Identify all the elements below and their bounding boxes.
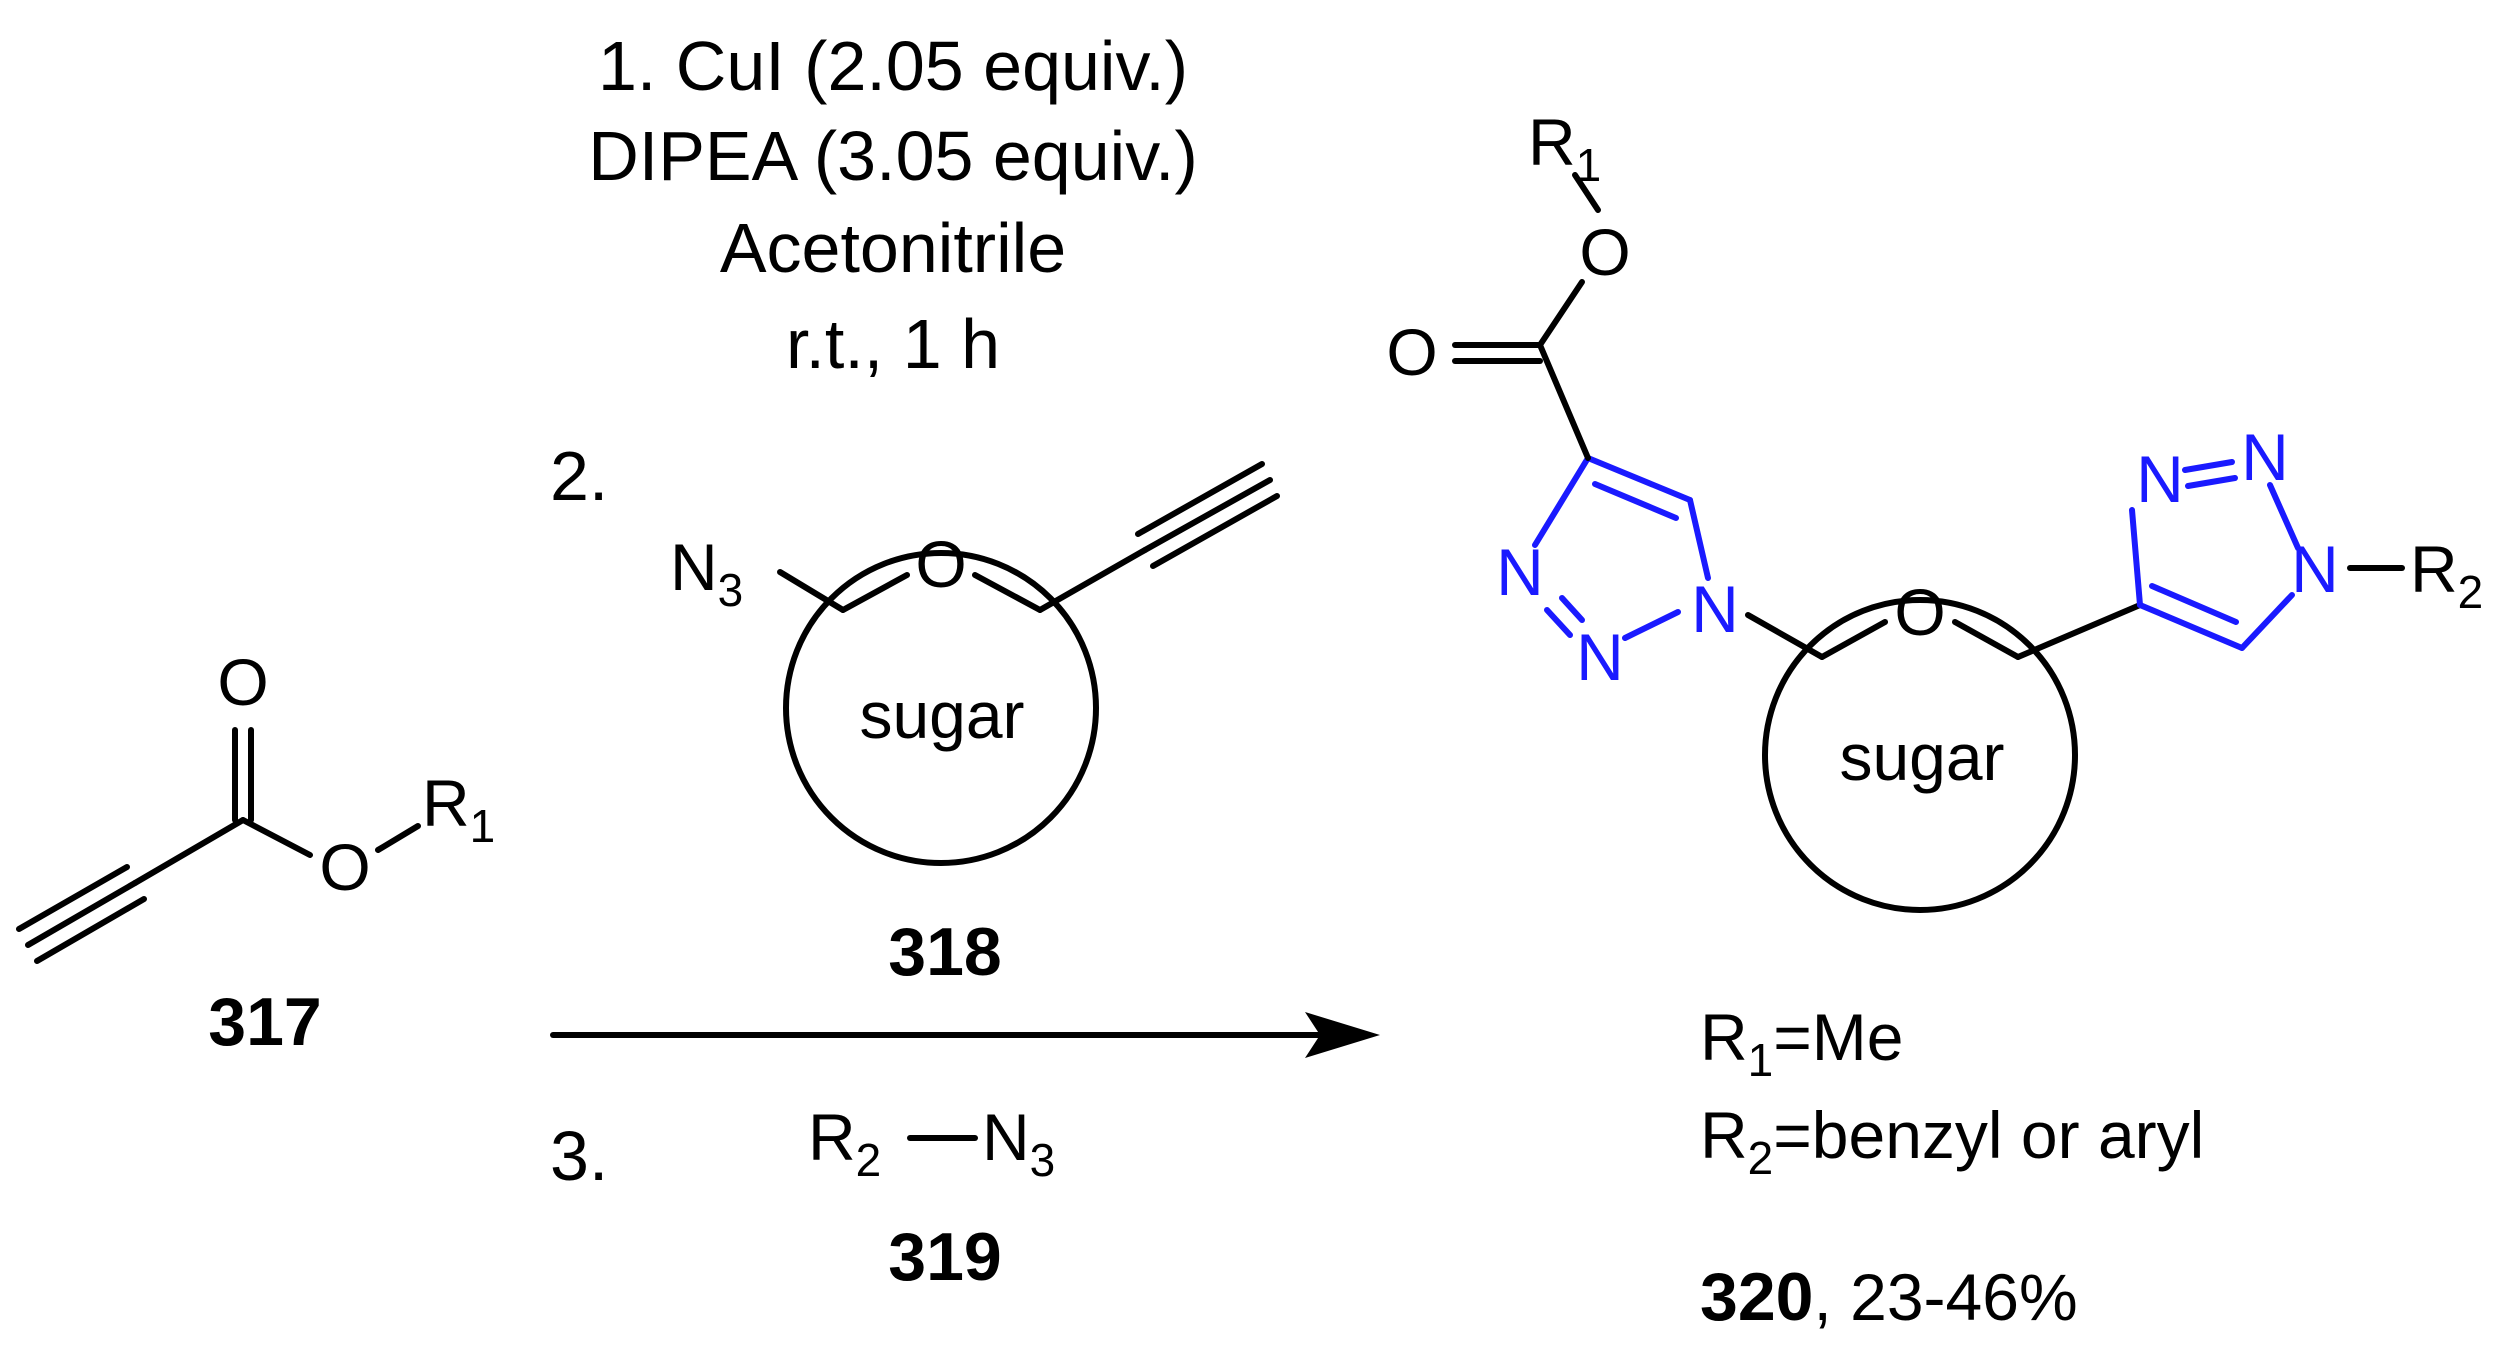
atom-n2-right-triazole: N [2241,420,2289,494]
bond-c-o-ester-317 [240,817,313,858]
bond-c4-c5-right-double [2149,583,2239,625]
arrow-head [1305,1012,1380,1058]
sugar-ring-318 [783,550,1099,866]
atom-o-carbonyl-320: O [1386,315,1437,389]
compound-320: O sugar N N N O O R1 N N N R [1386,105,2483,1335]
atom-o-ring-320: O [1894,575,1945,649]
bond-c5-n1-right [2239,592,2295,651]
bond-alkyne-center-318 [1142,477,1273,553]
atom-r2-320: R2 [2410,532,2483,618]
atom-o-carbonyl-317: O [217,645,268,719]
atom-n3-right-triazole: N [2136,442,2184,516]
compound-319: R2 N3 319 [808,1100,1055,1295]
bond-c-c-317 [132,817,246,886]
bond-c1-o-320 [1819,619,1888,660]
bond-o-c5-318 [972,572,1043,613]
compound-number-318: 318 [888,914,1001,990]
atom-o-ring-318: O [915,527,966,601]
step3-label: 3. [550,1117,608,1195]
condition-temp-time: r.t., 1 h [786,305,1000,383]
bond-c1-o-318 [840,572,910,613]
bond-n1-c5-left [1687,497,1711,581]
bond-alkyne-center-317 [25,880,138,948]
bond-c5-c4-right [2015,602,2143,660]
bond-c4-n3-right [2129,507,2143,608]
bond-c5-c4-left [1585,455,1693,503]
atom-r1-317: R1 [422,766,495,852]
compound-number-317: 317 [208,984,321,1060]
atom-o-ester-317: O [319,830,370,904]
condition-solvent: Acetonitrile [720,209,1066,287]
compound-318: O N3 sugar 318 [670,461,1280,990]
bond-n1-n2-right [2267,482,2301,551]
bond-alkyne-lower-317 [34,896,147,964]
definition-r1: R1=Me [1700,1000,1904,1086]
atom-n1-right-triazole: N [2291,532,2339,606]
bond-n2-n1-left [1622,609,1681,641]
atom-n2-left-triazole: N [1576,620,1624,694]
reaction-arrow [550,1012,1380,1058]
sugar-ring-320 [1762,597,2078,913]
bond-o-c5-320 [1952,619,2021,660]
atom-n3-319: N3 [982,1100,1055,1186]
bond-c5-alkyne-318 [1037,547,1148,613]
bond-n3-n2-right [2182,459,2235,473]
step2-label: 2. [550,437,608,515]
compound-317: O O R1 317 [16,645,495,1060]
atom-r2-319: R2 [808,1100,881,1186]
atom-n1-left-triazole: N [1691,572,1739,646]
bond-alkyne-lower-318 [1150,493,1280,569]
yield-320: , 23-46% [1813,1260,2077,1334]
bond-o-r1-320 [1572,172,1601,213]
condition-reagent-dipea: DIPEA (3.05 equiv.) [588,117,1198,195]
atom-o-ester-320: O [1579,215,1630,289]
bond-n3-n2-right-double [2185,475,2238,489]
bond-c4-n3-left [1532,455,1591,548]
definition-r2: R2=benzyl or aryl [1700,1098,2204,1184]
compound-number-319: 319 [888,1219,1001,1295]
conditions-step1: 1. CuI (2.05 equiv.) DIPEA (3.05 equiv.)… [588,27,1198,383]
bond-alkyne-upper-318 [1135,461,1265,537]
bond-n3-n2-left [1544,607,1573,638]
bond-c4-carbonyl-c [1537,342,1591,461]
compound-number-320: 320 [1700,1259,1813,1335]
bond-o-r1-317 [375,823,421,853]
bond-c1-n3-318 [777,569,846,613]
condition-reagent-cui: 1. CuI (2.05 equiv.) [598,27,1188,105]
atom-n-318: N3 [670,530,743,616]
bond-c5-c4-left-double [1592,481,1679,521]
ring-label-320: sugar [1839,720,2004,794]
compound-320-yield-line: 320, 23-46% [1700,1259,2078,1335]
bond-n3-n2-left-double [1559,595,1585,623]
bond-c-o-ester-320 [1537,279,1585,348]
bond-c4-c5-right [2137,602,2245,651]
bond-alkyne-upper-317 [16,864,130,932]
atom-r1-320: R1 [1528,105,1601,191]
bond-c1-n1-left [1745,612,1825,660]
ring-label-318: sugar [859,678,1024,752]
atom-n3-left-triazole: N [1496,535,1544,609]
